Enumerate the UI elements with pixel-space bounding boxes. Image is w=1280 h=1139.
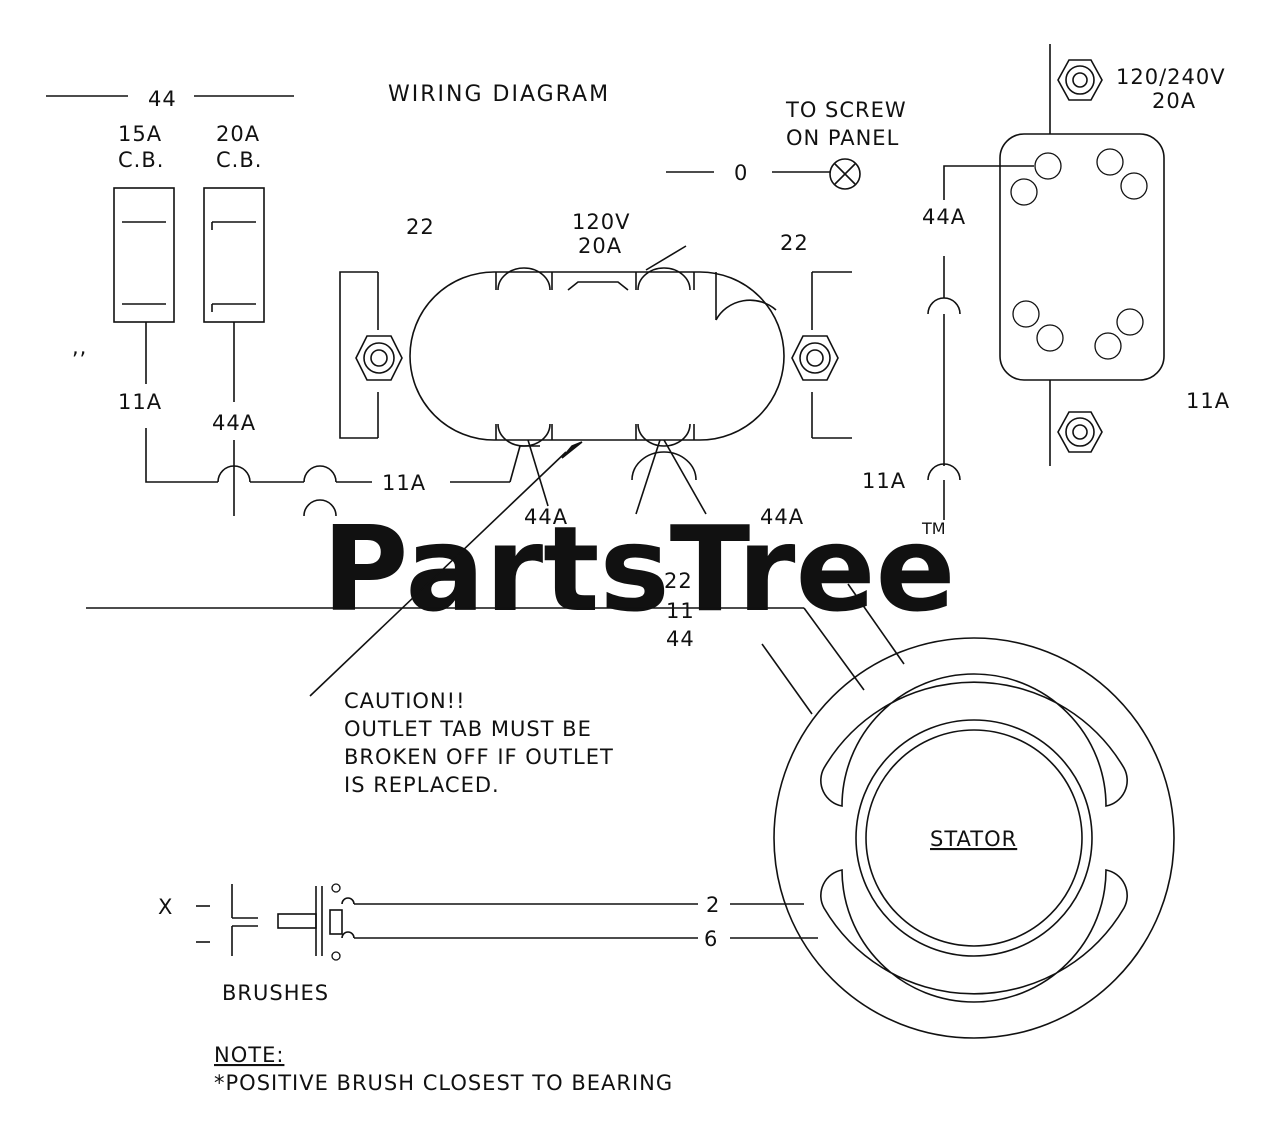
wire-label-22-left: 22: [406, 215, 435, 239]
ground-wire: 0 TO SCREW ON PANEL: [666, 98, 907, 190]
circuit-breaker-20a: 20A C.B.: [203, 122, 265, 402]
wire-label-11a-bus: 11A: [382, 471, 426, 495]
stator-lead-22: 22: [664, 569, 693, 593]
wire-44a-vertical: 44A 11A: [862, 165, 1034, 520]
caution-line-2: OUTLET TAB MUST BE: [344, 717, 592, 741]
wire-label-11a-twist: 11A: [1186, 389, 1230, 413]
ground-label-1: TO SCREW: [785, 98, 907, 122]
watermark-tm: TM: [921, 519, 946, 538]
wire-label-11a-right: 11A: [862, 469, 906, 493]
circuit-breaker-15a: 15A C.B.: [113, 122, 175, 384]
stator-lead-44: 44: [666, 627, 695, 651]
top-wire-44: 44: [46, 87, 294, 111]
brush-leads: 2 6: [354, 893, 818, 951]
caution-line-3: BROKEN OFF IF OUTLET: [344, 745, 614, 769]
breaker-2-type: C.B.: [216, 148, 262, 172]
brush-marker: X: [158, 895, 173, 919]
outlet-rating-2: 20A: [578, 234, 622, 258]
note-text: *POSITIVE BRUSH CLOSEST TO BEARING: [214, 1071, 673, 1095]
wire-label-44a-left: 44A: [524, 505, 568, 529]
wire-label-44a-right: 44A: [760, 505, 804, 529]
wire-label-44a-twist: 44A: [922, 205, 966, 229]
breaker-1-rating: 15A: [118, 122, 162, 146]
ground-label-2: ON PANEL: [786, 126, 899, 150]
outlet-mount-left: [339, 271, 403, 439]
stator-lead-11: 11: [666, 599, 695, 623]
twist-lock-rating-1: 120/240V: [1116, 65, 1226, 89]
breaker-1-type: C.B.: [118, 148, 164, 172]
hex-nut-top-icon: [1057, 59, 1103, 101]
top-wire-label: 44: [148, 87, 177, 111]
caution-note: CAUTION!! OUTLET TAB MUST BE BROKEN OFF …: [344, 689, 614, 797]
caution-line-1: CAUTION!!: [344, 689, 466, 713]
outlet-rating-1: 120V: [572, 210, 630, 234]
diagram-title: WIRING DIAGRAM: [388, 82, 610, 107]
panel-screw-icon: [829, 158, 861, 190]
brush-assembly: X BRUSHES: [158, 883, 355, 1005]
note-heading: NOTE:: [214, 1043, 284, 1067]
footnote: NOTE: *POSITIVE BRUSH CLOSEST TO BEARING: [214, 1043, 673, 1095]
caution-leader: [309, 451, 567, 697]
outlet-tab-arrow-icon: [561, 441, 583, 459]
watermark-text: PartsTree: [322, 500, 956, 638]
brush-lead-6: 6: [704, 927, 718, 951]
caution-line-4: IS REPLACED.: [344, 773, 500, 797]
bus-wire-11a: 11A: [145, 428, 521, 517]
hex-nut-right-icon: [791, 335, 839, 381]
wire-label-11a-breaker: 11A: [118, 390, 162, 414]
breaker-2-rating: 20A: [216, 122, 260, 146]
duplex-outlet-120v: 120V 20A 22 22 44A 44A: [406, 210, 809, 529]
hex-nut-left-icon: [355, 335, 403, 381]
twist-lock-rating-2: 20A: [1152, 89, 1196, 113]
brush-lead-2: 2: [706, 893, 720, 917]
watermark: PartsTree TM: [322, 500, 956, 638]
ground-wire-label: 0: [734, 161, 748, 185]
wire-label-44a-breaker: 44A: [212, 411, 256, 435]
stator: STATOR: [773, 637, 1175, 1039]
stray-mark: ,,: [72, 335, 87, 359]
hex-nut-bottom-icon: [1057, 411, 1103, 453]
stator-leads: 22 11 44: [86, 569, 905, 715]
outlet-mount-right: [791, 271, 852, 439]
stator-label: STATOR: [930, 827, 1017, 851]
wire-label-22-right: 22: [780, 231, 809, 255]
twist-lock-outlet-240v: 120/240V 20A 11A: [999, 44, 1230, 466]
brushes-label: BRUSHES: [222, 981, 329, 1005]
